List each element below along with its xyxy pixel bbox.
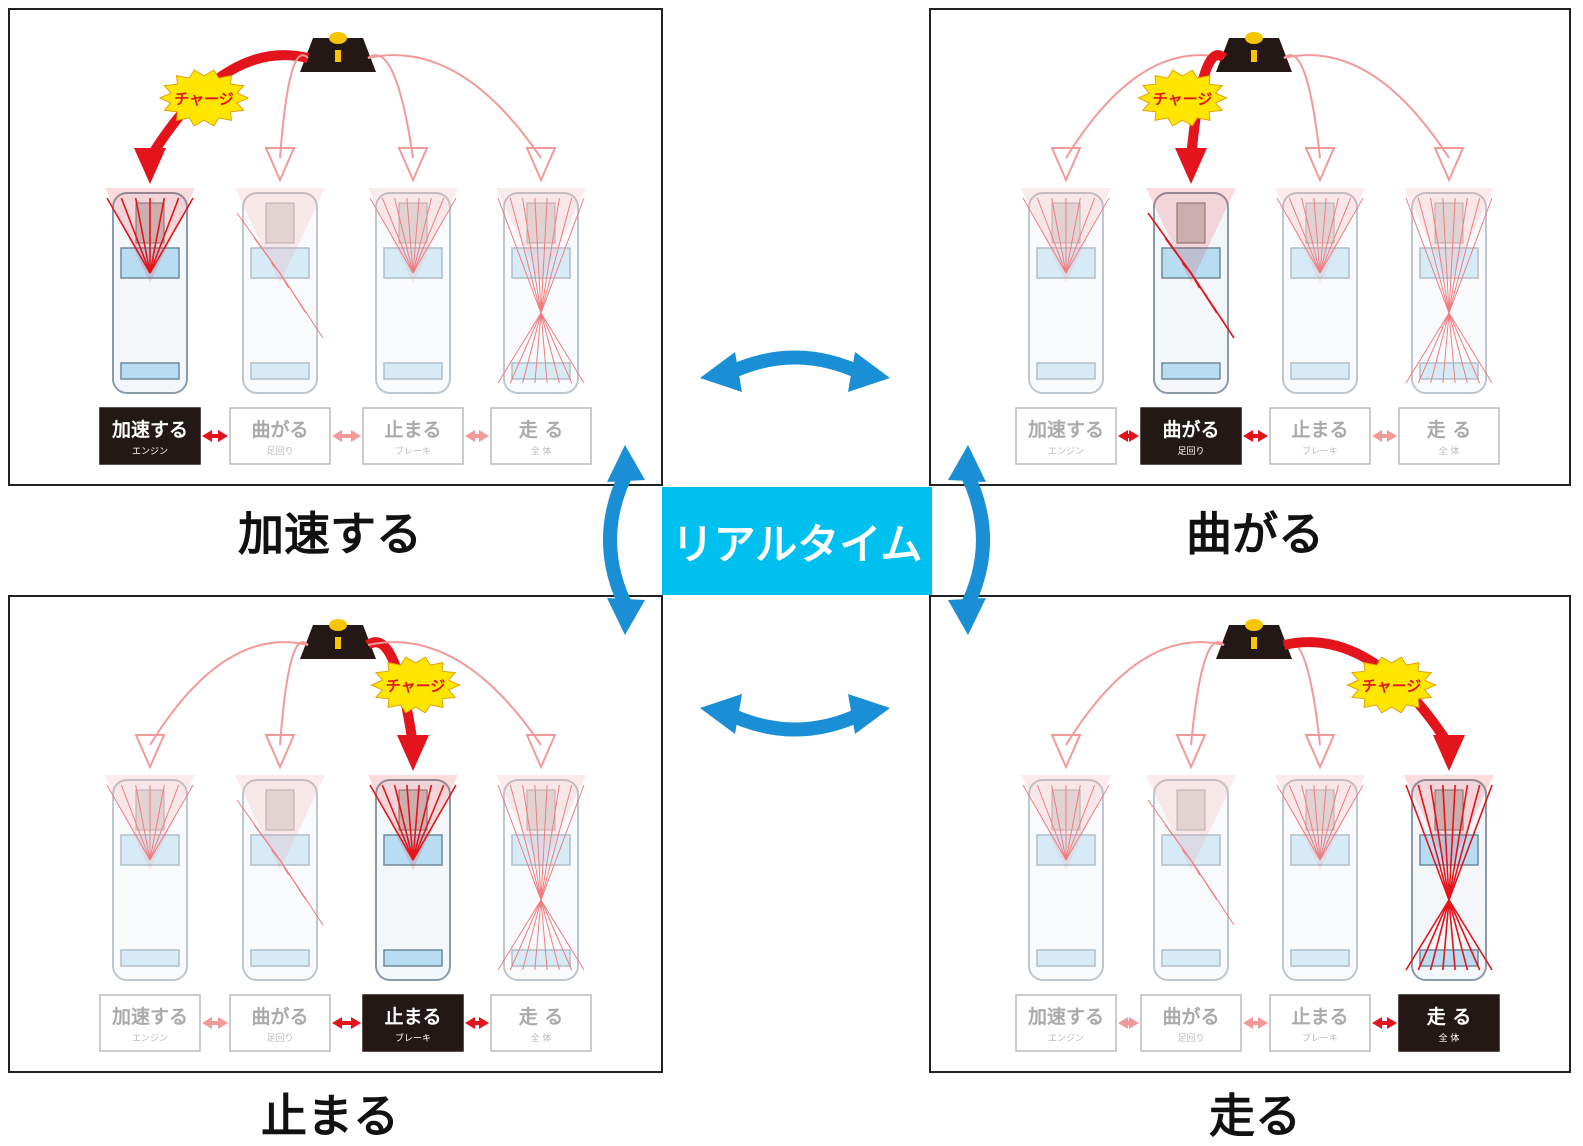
cycle-arrow-bottom [721,705,869,737]
cycle-arrow-right [958,466,990,614]
caption-acceleration: 加速する [238,507,422,561]
cycle-arrowhead [848,352,890,392]
caption-turning: 曲がる [1186,507,1324,561]
cycle-arrowhead [700,352,742,392]
cycle-arrow-top [721,350,869,382]
cycle-arrow-left [603,466,635,614]
caption-running: 走る [1209,1089,1301,1143]
panel-running [929,595,1571,1073]
panel-stopping [8,595,663,1073]
panel-acceleration [8,8,663,486]
caption-stopping: 止まる [261,1089,399,1143]
realtime-label: リアルタイム [662,487,932,595]
cycle-arrowhead [700,694,742,734]
panel-turning [929,8,1571,486]
cycle-arrowhead [848,694,890,734]
